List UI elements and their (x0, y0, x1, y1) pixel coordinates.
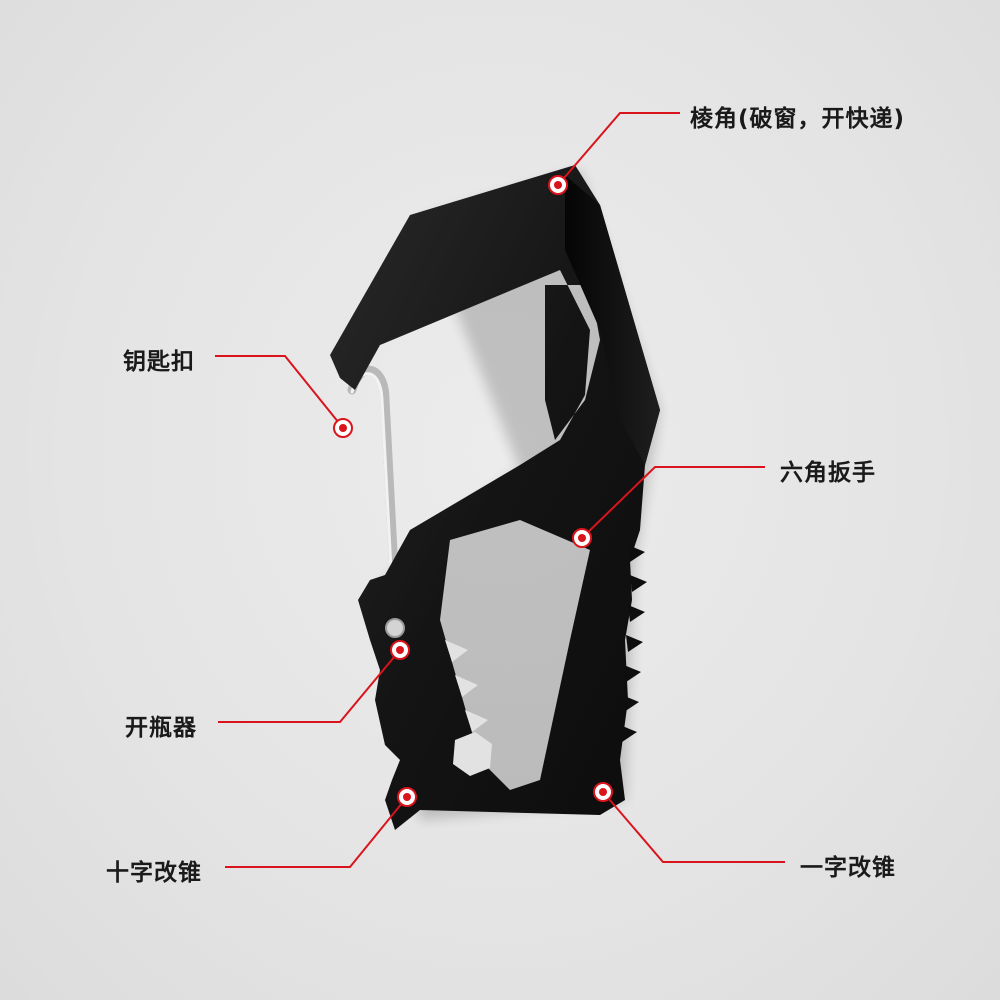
leader-lines (215, 112, 785, 868)
label-phillips-driver: 十字改锥 (106, 860, 202, 886)
inner-teeth (445, 640, 488, 732)
blade-bevel (565, 175, 660, 465)
leader-flat (602, 791, 785, 863)
wire-gate (347, 365, 400, 595)
rivet-hole (385, 618, 405, 638)
label-keyring: 钥匙扣 (123, 349, 195, 375)
leader-corner (557, 112, 680, 186)
label-bottle-opener: 开瓶器 (125, 715, 197, 741)
marker-bottle-opener (390, 640, 410, 660)
hex-hole (453, 732, 492, 776)
tool-body (330, 165, 660, 830)
marker-phillips (397, 787, 417, 807)
leader-bottle-opener (218, 649, 401, 723)
marker-corner (548, 175, 568, 195)
leader-phillips (225, 796, 408, 868)
marker-keyring (333, 418, 353, 438)
label-hex-wrench: 六角扳手 (780, 460, 876, 486)
callout-markers (333, 175, 613, 807)
marker-hex-wrench (572, 528, 592, 548)
label-flat-driver: 一字改锥 (800, 855, 896, 881)
leader-keyring (215, 355, 344, 429)
label-corner: 棱角(破窗，开快递) (690, 106, 906, 132)
serrated-edge (620, 545, 647, 742)
marker-flat (593, 782, 613, 802)
leader-hex-wrench (581, 466, 765, 539)
